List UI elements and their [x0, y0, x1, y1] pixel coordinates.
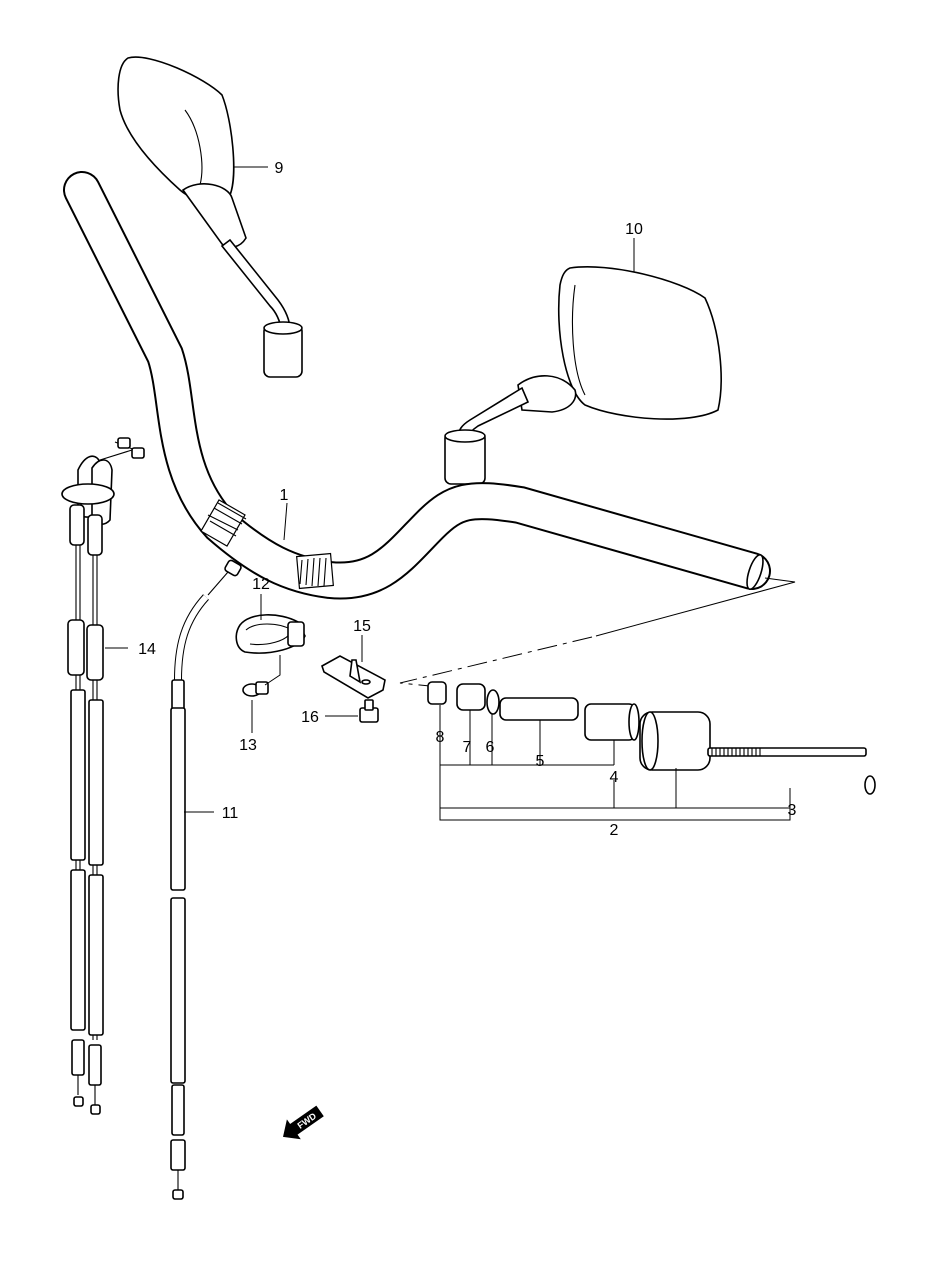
callout-labels: 1 2 3 4 5 6 7 8 9 10 11 12 13 14 15 16 [138, 160, 796, 839]
balancer-assembly [427, 681, 876, 795]
throttle-cables [61, 437, 145, 1115]
mirror-right [444, 266, 722, 485]
fwd-arrow-icon: FWD [283, 1105, 324, 1140]
clamp [235, 614, 306, 654]
callout-1: 1 [280, 487, 289, 504]
callout-16: 16 [301, 709, 319, 726]
callout-8: 8 [436, 729, 445, 746]
callout-6: 6 [486, 739, 495, 756]
callout-9: 9 [275, 160, 284, 177]
callout-5: 5 [536, 753, 545, 770]
callout-11: 11 [222, 805, 239, 822]
callout-14: 14 [138, 641, 156, 658]
handlebar [63, 171, 771, 600]
callout-13: 13 [239, 737, 257, 754]
part-7-weight [456, 683, 486, 711]
bolt [359, 699, 379, 723]
callout-3: 3 [788, 802, 797, 819]
grip-knurl-right [296, 552, 334, 590]
callout-10: 10 [625, 221, 643, 238]
mirror-left [117, 56, 303, 378]
screw [242, 681, 269, 697]
grip-knurl-left [200, 499, 247, 547]
bracket [321, 655, 386, 699]
part-5-spacer [499, 697, 579, 721]
callout-7: 7 [463, 739, 472, 756]
callout-12: 12 [252, 576, 270, 593]
callout-15: 15 [353, 618, 371, 635]
callout-2: 2 [610, 822, 619, 839]
assembly-guide-lines [399, 577, 796, 687]
part-8-nut [427, 681, 447, 705]
leader-lines [105, 166, 791, 821]
clutch-cable [170, 559, 242, 1200]
callout-4: 4 [610, 769, 619, 786]
part-6-washer [486, 689, 500, 715]
part-4-weight [584, 703, 636, 741]
